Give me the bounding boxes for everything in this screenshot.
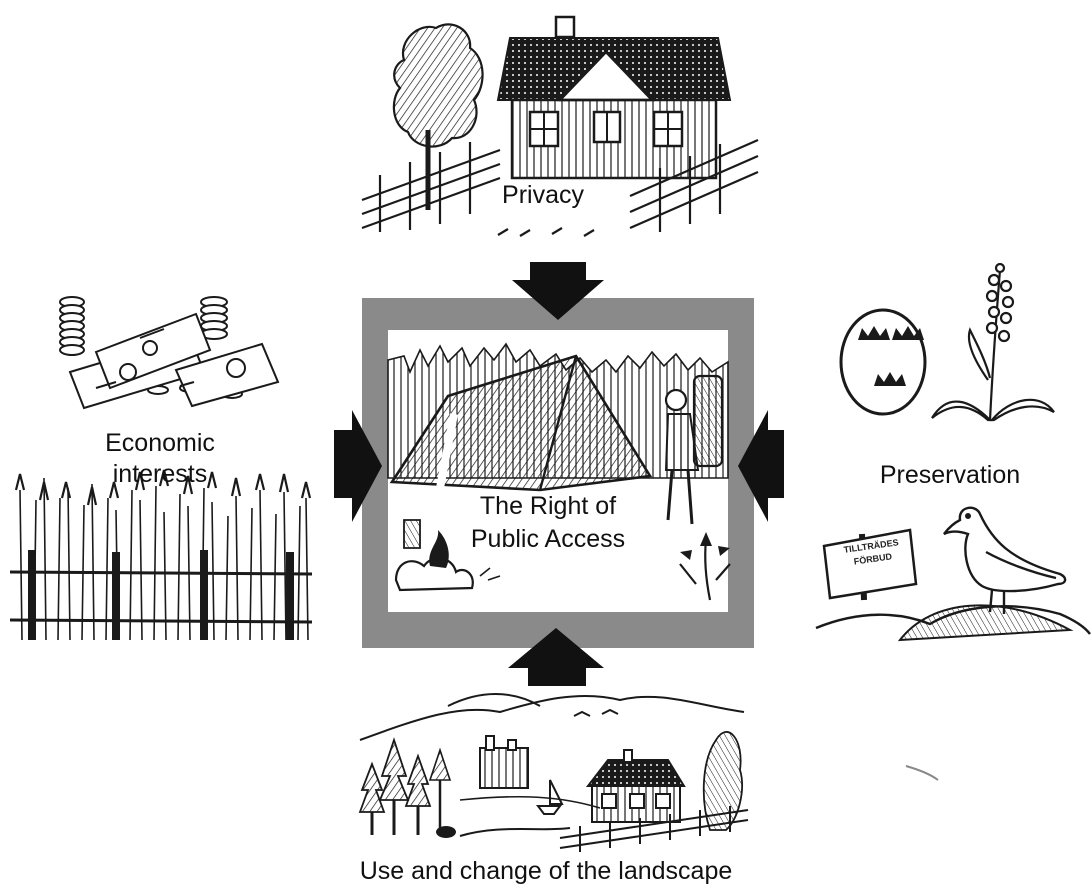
tent-icon: [389, 354, 653, 492]
economic-illustration: [9, 296, 313, 641]
center-title-line2: Public Access: [470, 524, 626, 553]
arrow-from-left: [334, 410, 382, 522]
house-icon: [496, 15, 732, 180]
crown-emblem-icon: [839, 308, 927, 416]
center-title: The Right of Public Access: [448, 490, 648, 555]
preservation-illustration: [815, 262, 1091, 642]
arrows: [334, 262, 784, 686]
wheat-field-icon: [9, 469, 313, 641]
economic-label-line1: Economic: [105, 429, 215, 457]
banknotes-icon: [68, 312, 280, 410]
landscape-label: Use and change of the landscape: [359, 857, 733, 885]
seagull-icon: [943, 506, 1067, 614]
hiker-icon: [664, 374, 724, 525]
stray-mark: [905, 765, 939, 781]
landscape-icon: [358, 693, 749, 852]
preservation-label: Preservation: [879, 461, 1021, 489]
arrow-from-top: [512, 262, 604, 320]
center-scene: [387, 342, 731, 601]
center-title-line1: The Right of: [479, 492, 617, 520]
rock-ground: [815, 604, 1091, 642]
sign-icon: [822, 528, 918, 601]
arrow-from-bottom: [508, 628, 604, 686]
fence-icon: [361, 138, 759, 237]
privacy-label: Privacy: [502, 181, 584, 209]
economic-label-line2: interests: [112, 460, 208, 489]
arrow-from-right: [738, 410, 784, 522]
orchid-icon: [931, 262, 1055, 422]
privacy-illustration: [361, 15, 759, 237]
tree-icon: [392, 23, 484, 210]
economic-interests-label: Economic interests: [60, 428, 260, 491]
